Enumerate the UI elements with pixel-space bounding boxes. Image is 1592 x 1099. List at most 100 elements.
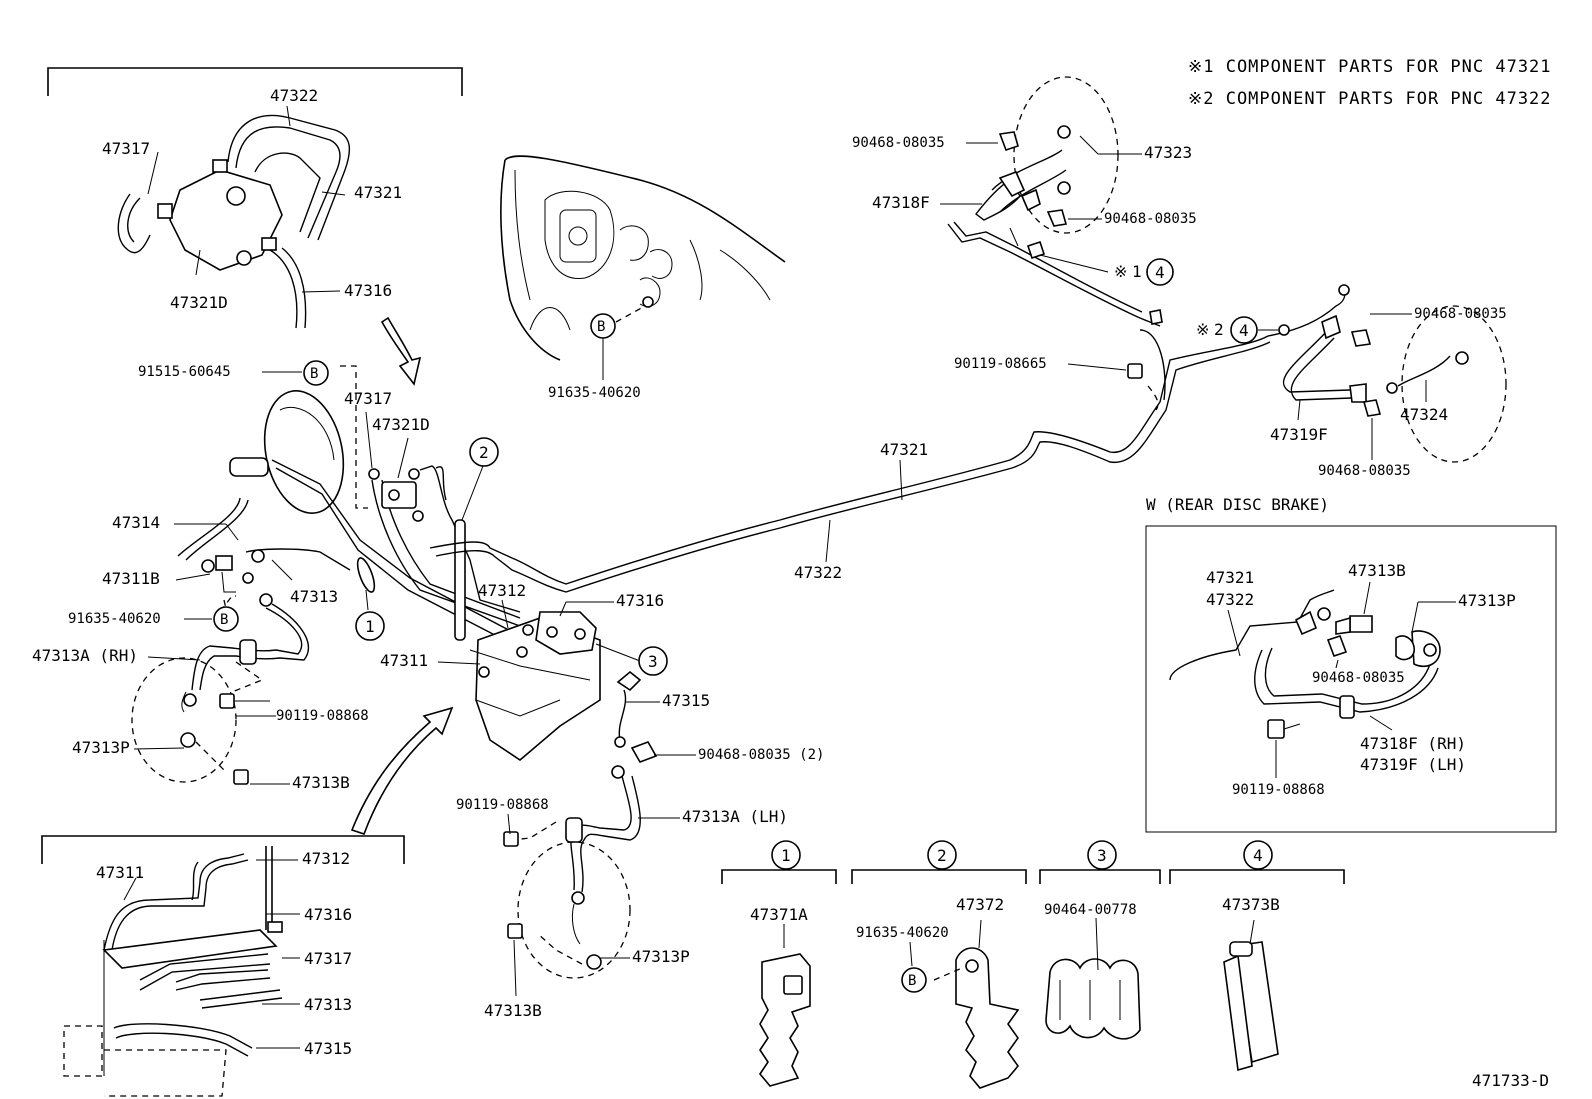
ref-mark-b: B [310, 366, 318, 382]
ref-circle-4 [1146, 258, 1174, 286]
label-47323: 47323 [1144, 143, 1192, 162]
legend-circle-2 [927, 840, 957, 870]
ref-circle-1 [355, 611, 385, 641]
label-47321D: 47321D [170, 293, 228, 312]
label-47316: 47316 [344, 281, 392, 300]
ref-circle-b [901, 967, 927, 993]
label-47311: 47311 [380, 651, 428, 670]
label-47313B: 47313B [292, 773, 350, 792]
ref-star-1: ※ [1114, 262, 1127, 281]
label-47317: 47317 [344, 389, 392, 408]
label-47319F-LH: 47319F (LH) [1360, 755, 1466, 774]
ref-circle-b [213, 606, 239, 632]
ref-star-2: ※ [1196, 320, 1209, 339]
label-47313A-RH: 47313A (RH) [32, 646, 138, 665]
label-47321D: 47321D [372, 415, 430, 434]
component-note-2: ※2 COMPONENT PARTS FOR PNC 47322 [1188, 89, 1552, 109]
ref-star-1-num: 1 [1132, 262, 1142, 281]
label-47314: 47314 [112, 513, 160, 532]
label-47313: 47313 [304, 995, 352, 1014]
label-47313P: 47313P [72, 738, 130, 757]
rear-disc-assembly [1169, 589, 1441, 739]
label-90468-08035: 90468-08035 [1414, 306, 1507, 322]
rear-disc-inset-title: W (REAR DISC BRAKE) [1146, 495, 1329, 514]
ref-mark-b: B [220, 612, 228, 628]
label-90119-08868: 90119-08868 [456, 797, 549, 813]
label-47321: 47321 [354, 183, 402, 202]
ref-star-2-num: 2 [1214, 320, 1224, 339]
drawing-code: 471733-D [1472, 1071, 1549, 1090]
ref-mark-4: 4 [1155, 263, 1165, 282]
label-47313P: 47313P [1458, 591, 1516, 610]
label-47317: 47317 [102, 139, 150, 158]
label-47321: 47321 [880, 440, 928, 459]
rear-left-assembly [947, 76, 1163, 327]
label-47322: 47322 [270, 86, 318, 105]
ref-circle-b [303, 360, 329, 386]
label-47319F: 47319F [1270, 425, 1328, 444]
main-assembly [131, 329, 1271, 979]
label-90468-08035: 90468-08035 [1312, 670, 1405, 686]
label-47324: 47324 [1400, 405, 1448, 424]
label-47312: 47312 [302, 849, 350, 868]
label-47316: 47316 [616, 591, 664, 610]
label-47315: 47315 [662, 691, 710, 710]
rear-right-assembly [1127, 284, 1507, 463]
label-47318F-RH: 47318F (RH) [1360, 734, 1466, 753]
label-47315: 47315 [304, 1039, 352, 1058]
label-47311: 47311 [96, 863, 144, 882]
label-90119-08868: 90119-08868 [276, 708, 369, 724]
ref-mark-3: 3 [648, 652, 658, 671]
down-arrow-icon [380, 316, 422, 386]
label-90119-08665: 90119-08665 [954, 356, 1047, 372]
legend-circle-3 [1087, 840, 1117, 870]
clamp-legend [721, 869, 1345, 1089]
label-47322: 47322 [1206, 590, 1254, 609]
label-47371A: 47371A [750, 905, 808, 924]
ref-circle-b [590, 313, 616, 339]
ref-mark-b: B [597, 319, 605, 335]
legend-mark-1: 1 [781, 846, 791, 865]
label-91635-40620: 91635-40620 [68, 611, 161, 627]
label-47373B: 47373B [1222, 895, 1280, 914]
label-47313B: 47313B [484, 1001, 542, 1020]
label-47316: 47316 [304, 905, 352, 924]
label-47321: 47321 [1206, 568, 1254, 587]
inset-top-left [47, 67, 463, 329]
label-47317: 47317 [304, 949, 352, 968]
ref-circle-3 [638, 646, 668, 676]
label-47322: 47322 [794, 563, 842, 582]
inset-bottom-left [41, 835, 405, 1097]
label-91515-60645: 91515-60645 [138, 364, 231, 380]
up-arrow-icon [350, 706, 454, 836]
label-47312: 47312 [478, 581, 526, 600]
label-90119-08868: 90119-08868 [1232, 782, 1325, 798]
legend-mark-4: 4 [1253, 846, 1263, 865]
label-47313A-LH: 47313A (LH) [682, 807, 788, 826]
ref-mark-b: B [908, 973, 916, 989]
label-91635-40620: 91635-40620 [856, 925, 949, 941]
label-47313P: 47313P [632, 947, 690, 966]
label-90468-08035-2: 90468-08035 (2) [698, 747, 824, 763]
component-note-1: ※1 COMPONENT PARTS FOR PNC 47321 [1188, 57, 1552, 77]
label-91635-40620: 91635-40620 [548, 385, 641, 401]
legend-mark-3: 3 [1097, 846, 1107, 865]
ref-mark-4: 4 [1239, 321, 1249, 340]
label-47372: 47372 [956, 895, 1004, 914]
label-90464-00778: 90464-00778 [1044, 902, 1137, 918]
engine-bay-sketch [500, 155, 786, 380]
legend-circle-4 [1243, 840, 1273, 870]
label-47318F: 47318F [872, 193, 930, 212]
label-47311B: 47311B [102, 569, 160, 588]
label-47313B: 47313B [1348, 561, 1406, 580]
label-90468-08035: 90468-08035 [1104, 211, 1197, 227]
label-90468-08035: 90468-08035 [1318, 463, 1411, 479]
ref-circle-2 [469, 437, 499, 467]
legend-mark-2: 2 [937, 846, 947, 865]
label-90468-08035: 90468-08035 [852, 135, 945, 151]
ref-mark-1: 1 [365, 617, 375, 636]
label-47313: 47313 [290, 587, 338, 606]
legend-circle-1 [771, 840, 801, 870]
